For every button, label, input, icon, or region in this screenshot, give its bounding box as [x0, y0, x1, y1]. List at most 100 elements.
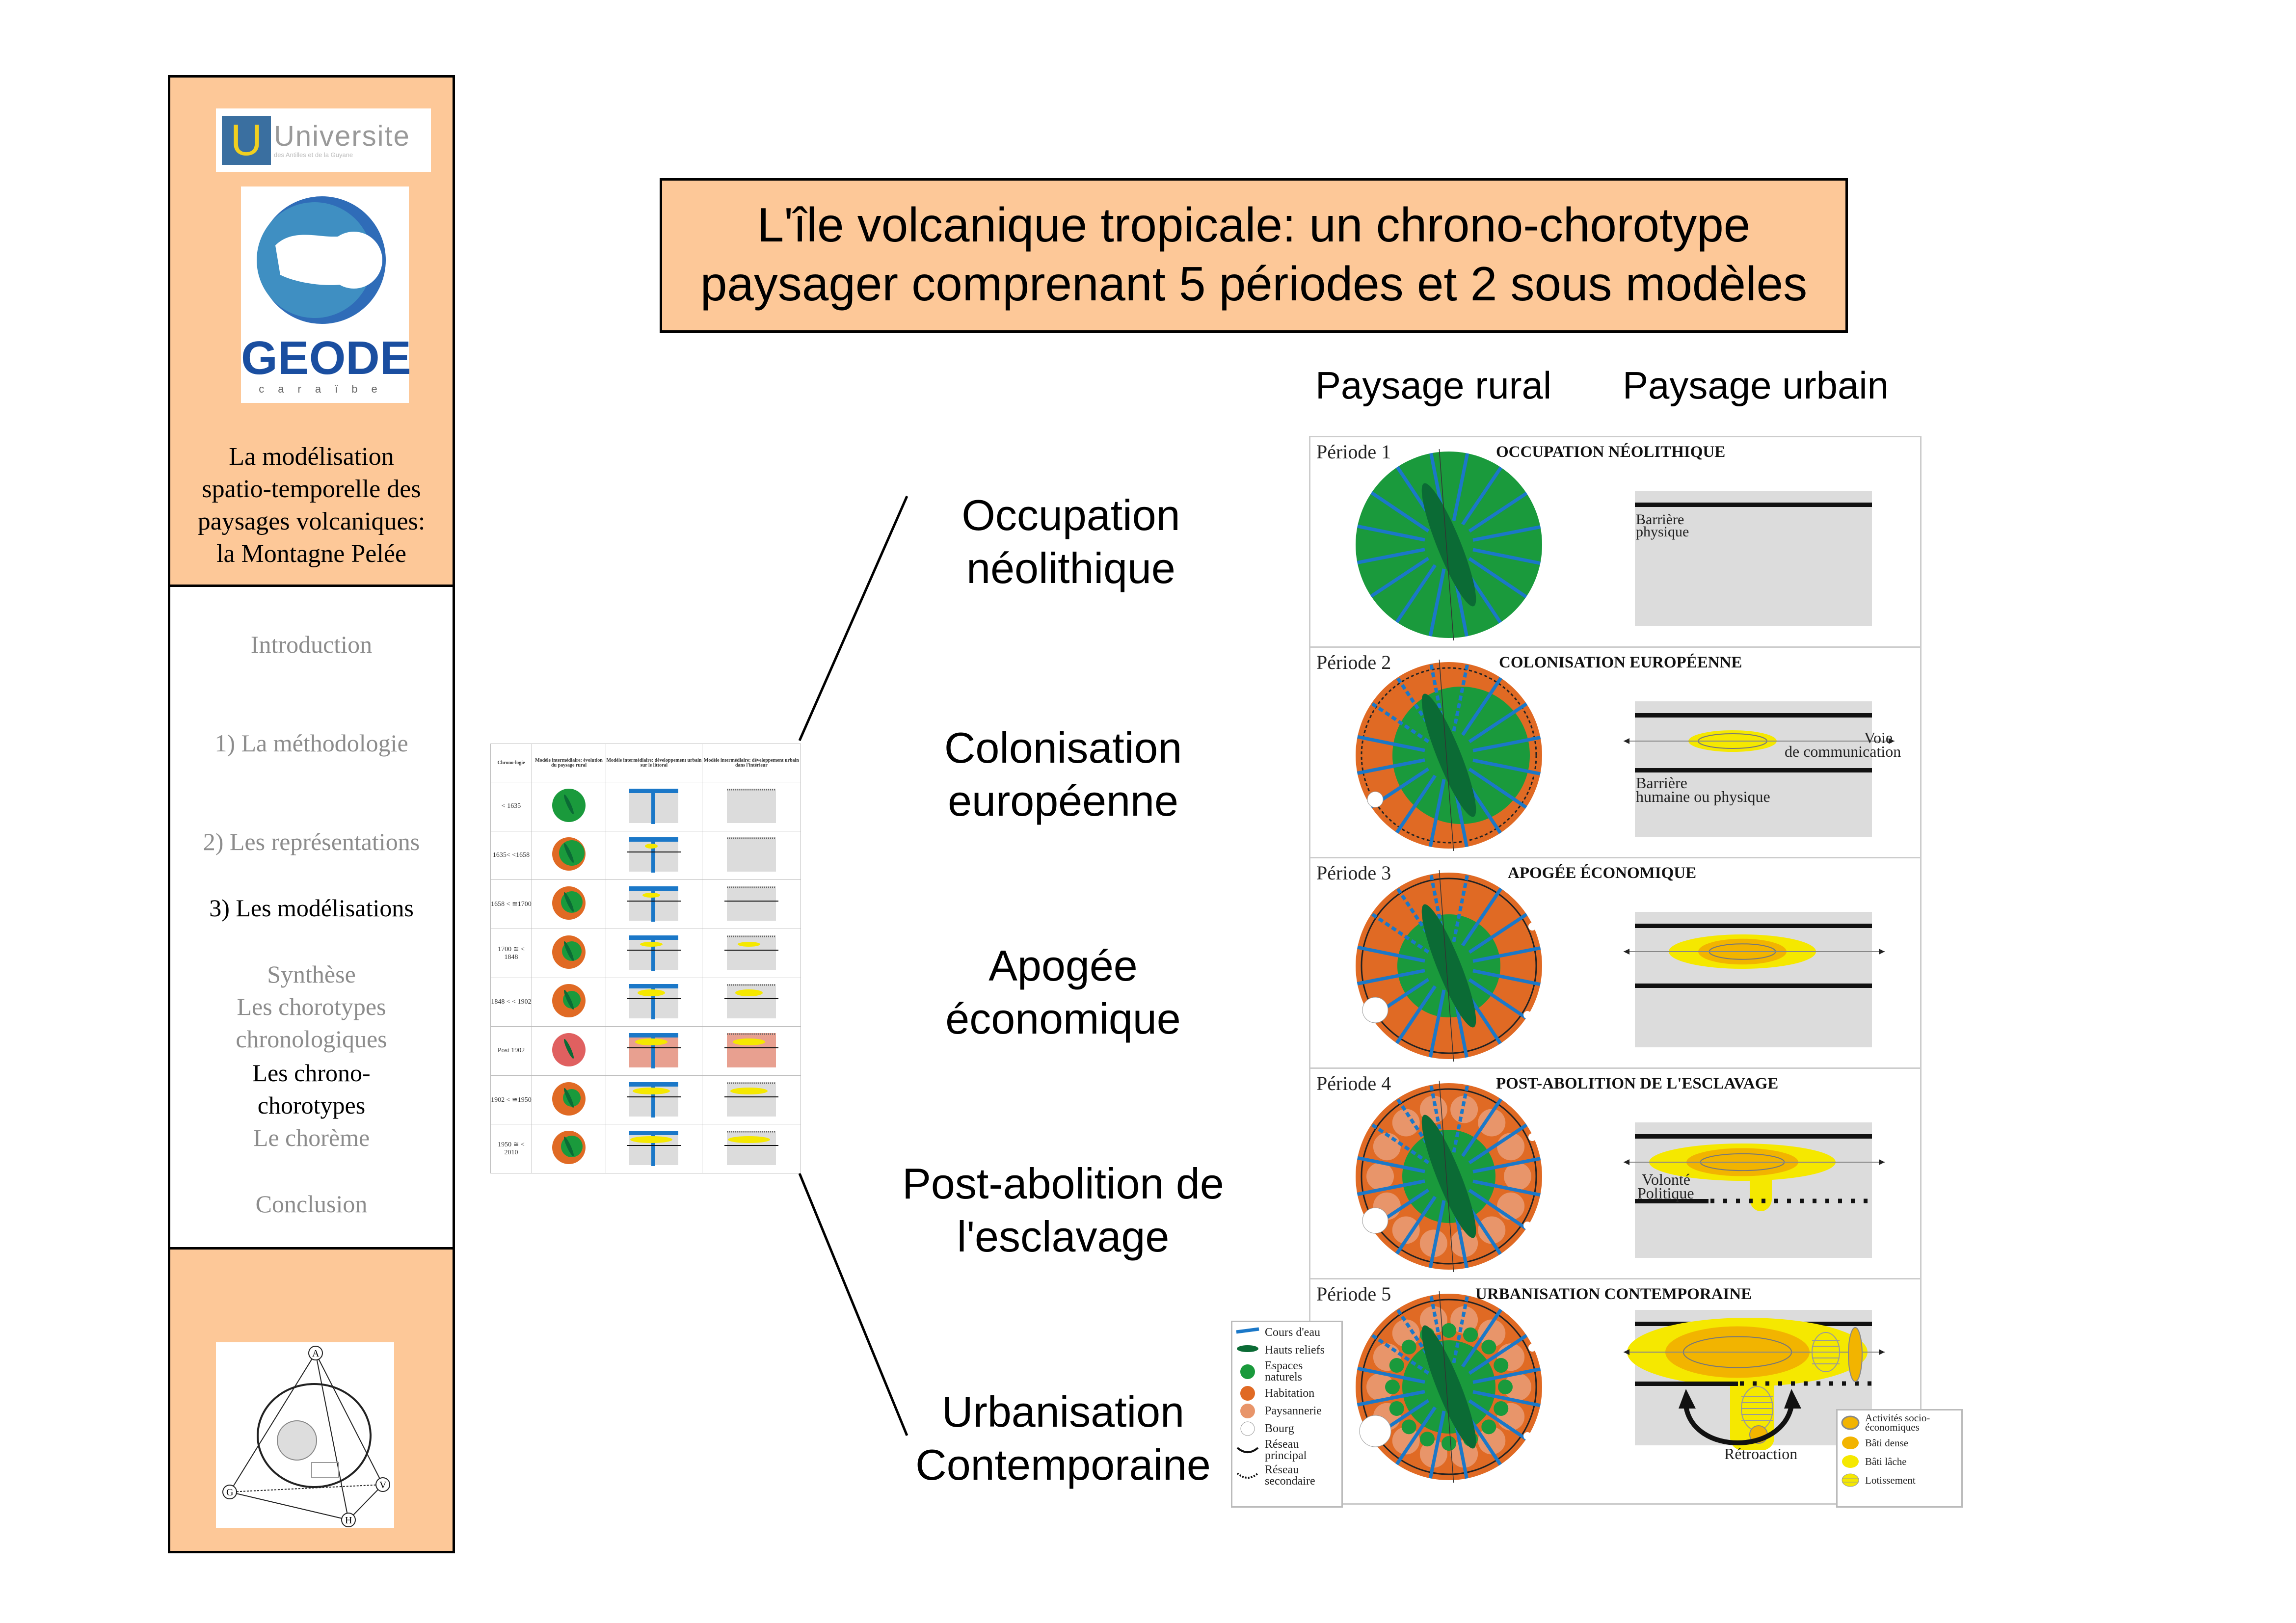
period-number: Période 3 — [1316, 862, 1391, 884]
table-header: Chrono-logie — [490, 744, 532, 782]
urban-thumb-diagram — [627, 886, 681, 922]
paysannerie-mark — [1366, 1373, 1394, 1401]
urban-thumb-diagram — [627, 1033, 681, 1068]
high-relief — [1421, 1115, 1476, 1238]
barrier-top — [1635, 924, 1872, 928]
legend-swatch-icon — [1236, 1447, 1259, 1453]
legend-swatch-icon — [1237, 1345, 1258, 1352]
sidebar: U Universite des Antilles et de la Guyan… — [168, 75, 455, 1553]
river-line — [1472, 946, 1541, 963]
geode-logo-text: GEODE — [241, 332, 411, 384]
legend-label: Bâti lâche — [1865, 1455, 1907, 1467]
river-line — [1452, 453, 1469, 521]
section-line — [1439, 660, 1454, 851]
river-line — [1468, 702, 1528, 744]
nav-modelisations[interactable]: 3) Les modélisations — [209, 894, 414, 922]
littoral-thumb-cell — [606, 1026, 702, 1076]
urban-thumb-diagram — [627, 984, 681, 1020]
littoral-thumb-cell — [606, 977, 702, 1027]
river-line — [1461, 466, 1503, 526]
high-relief — [1421, 1325, 1476, 1449]
urban-thumb-diagram — [724, 1131, 778, 1166]
river-line — [1428, 568, 1446, 637]
barrier-bottom — [1635, 1382, 1738, 1386]
nav-chorotypes-chronologiques-cont[interactable]: chronologiques — [236, 1025, 387, 1053]
river-line — [1461, 887, 1503, 947]
urban-area — [1635, 491, 1872, 626]
legend-swatch-icon — [1236, 1472, 1259, 1479]
diagram-annotation: Volonté — [1642, 1171, 1690, 1188]
activites-socio-economiques — [1848, 1327, 1863, 1382]
legend-item: Habitation — [1235, 1386, 1338, 1401]
nav-conclusion[interactable]: Conclusion — [255, 1190, 368, 1218]
section-line — [1439, 449, 1454, 640]
river-line — [1428, 1200, 1446, 1268]
legend-label: Paysannerie — [1265, 1404, 1322, 1417]
river-line — [1468, 557, 1527, 599]
settlement-dot — [1389, 1357, 1404, 1373]
rural-thumb-cell — [531, 782, 607, 831]
barrier-bottom — [1635, 1199, 1709, 1203]
presentation-title-line: La modélisation — [229, 443, 394, 471]
node-label: H — [345, 1515, 352, 1526]
littoral-thumb-cell — [606, 928, 702, 978]
chronology-cell: 1950 ≅ < 2010 — [490, 1124, 532, 1173]
column-header-urbain: Paysage urbain — [1623, 364, 1889, 407]
nav-chrono-chorotypes-cont[interactable]: chorotypes — [257, 1091, 366, 1119]
table-row: Post 1902 — [490, 1026, 801, 1076]
river-line — [1370, 491, 1430, 532]
littoral-thumb-cell — [606, 879, 702, 929]
nav-representations[interactable]: 2) Les représentations — [203, 828, 420, 855]
settlement-dot — [1401, 1419, 1416, 1435]
legend-swatch-icon — [1240, 1404, 1255, 1418]
river-line — [1452, 874, 1469, 942]
rural-thumb-cell — [531, 879, 607, 929]
node-label: G — [226, 1487, 233, 1498]
legend-item: Cours d'eau — [1235, 1325, 1338, 1340]
littoral-thumb-cell — [606, 782, 702, 831]
river-line — [1472, 1179, 1541, 1197]
chronology-table-thumbnail: Chrono-logie Modèle intermédiaire: évolu… — [490, 744, 801, 1173]
table-row: 1700 ≅ < 1848 — [490, 928, 801, 978]
rural-model-diagram — [1356, 449, 1542, 640]
diagram-annotation: Barrière — [1636, 774, 1687, 792]
urban-model-diagram — [1635, 491, 1872, 626]
river-line — [1357, 1156, 1425, 1173]
bourg — [1528, 1133, 1536, 1141]
urban-thumb-diagram — [627, 837, 681, 873]
urban-model-diagram — [1624, 912, 1885, 1047]
river-line — [1357, 945, 1425, 963]
nav-introduction[interactable]: Introduction — [250, 631, 373, 658]
nav-chrono-chorotypes[interactable]: Les chrono- — [252, 1059, 371, 1087]
bourg — [1523, 1011, 1531, 1019]
river-line — [1395, 1406, 1437, 1465]
table-row: 1950 ≅ < 2010 — [490, 1124, 801, 1173]
diagram-annotation: Politique — [1637, 1184, 1694, 1202]
river-line — [1461, 677, 1503, 736]
river-line — [1428, 779, 1446, 847]
littoral-thumb-cell — [606, 830, 702, 880]
nav-methodologie[interactable]: 1) La méthodologie — [214, 729, 408, 757]
high-relief — [1421, 483, 1476, 607]
nav-choreme[interactable]: Le chorème — [253, 1124, 370, 1151]
nav-synthese[interactable]: Synthèse — [267, 960, 356, 988]
table-row: < 1635 — [490, 782, 801, 831]
urban-model-diagram — [1624, 1122, 1885, 1258]
legend-swatch-icon — [1236, 1327, 1259, 1334]
river-line — [1472, 525, 1541, 542]
road-ring — [1361, 667, 1537, 844]
geode-logo-subtext: caraïbe — [259, 383, 391, 395]
legend-label: Lotissement — [1865, 1474, 1916, 1486]
globe-icon — [257, 196, 386, 324]
nav-chorotypes-chronologiques[interactable]: Les chorotypes — [237, 993, 386, 1020]
legend-swatch-icon — [1841, 1415, 1860, 1430]
chronology-cell: Post 1902 — [490, 1026, 532, 1076]
rural-thumb-cell — [531, 977, 607, 1027]
legend-swatch-icon — [1240, 1364, 1255, 1379]
urban-model-diagram — [1624, 1310, 1885, 1450]
high-relief — [1421, 904, 1476, 1028]
rural-thumb-cell — [531, 1124, 607, 1173]
section-line — [1439, 1291, 1454, 1483]
diagram-annotation: Voie — [1864, 729, 1893, 746]
